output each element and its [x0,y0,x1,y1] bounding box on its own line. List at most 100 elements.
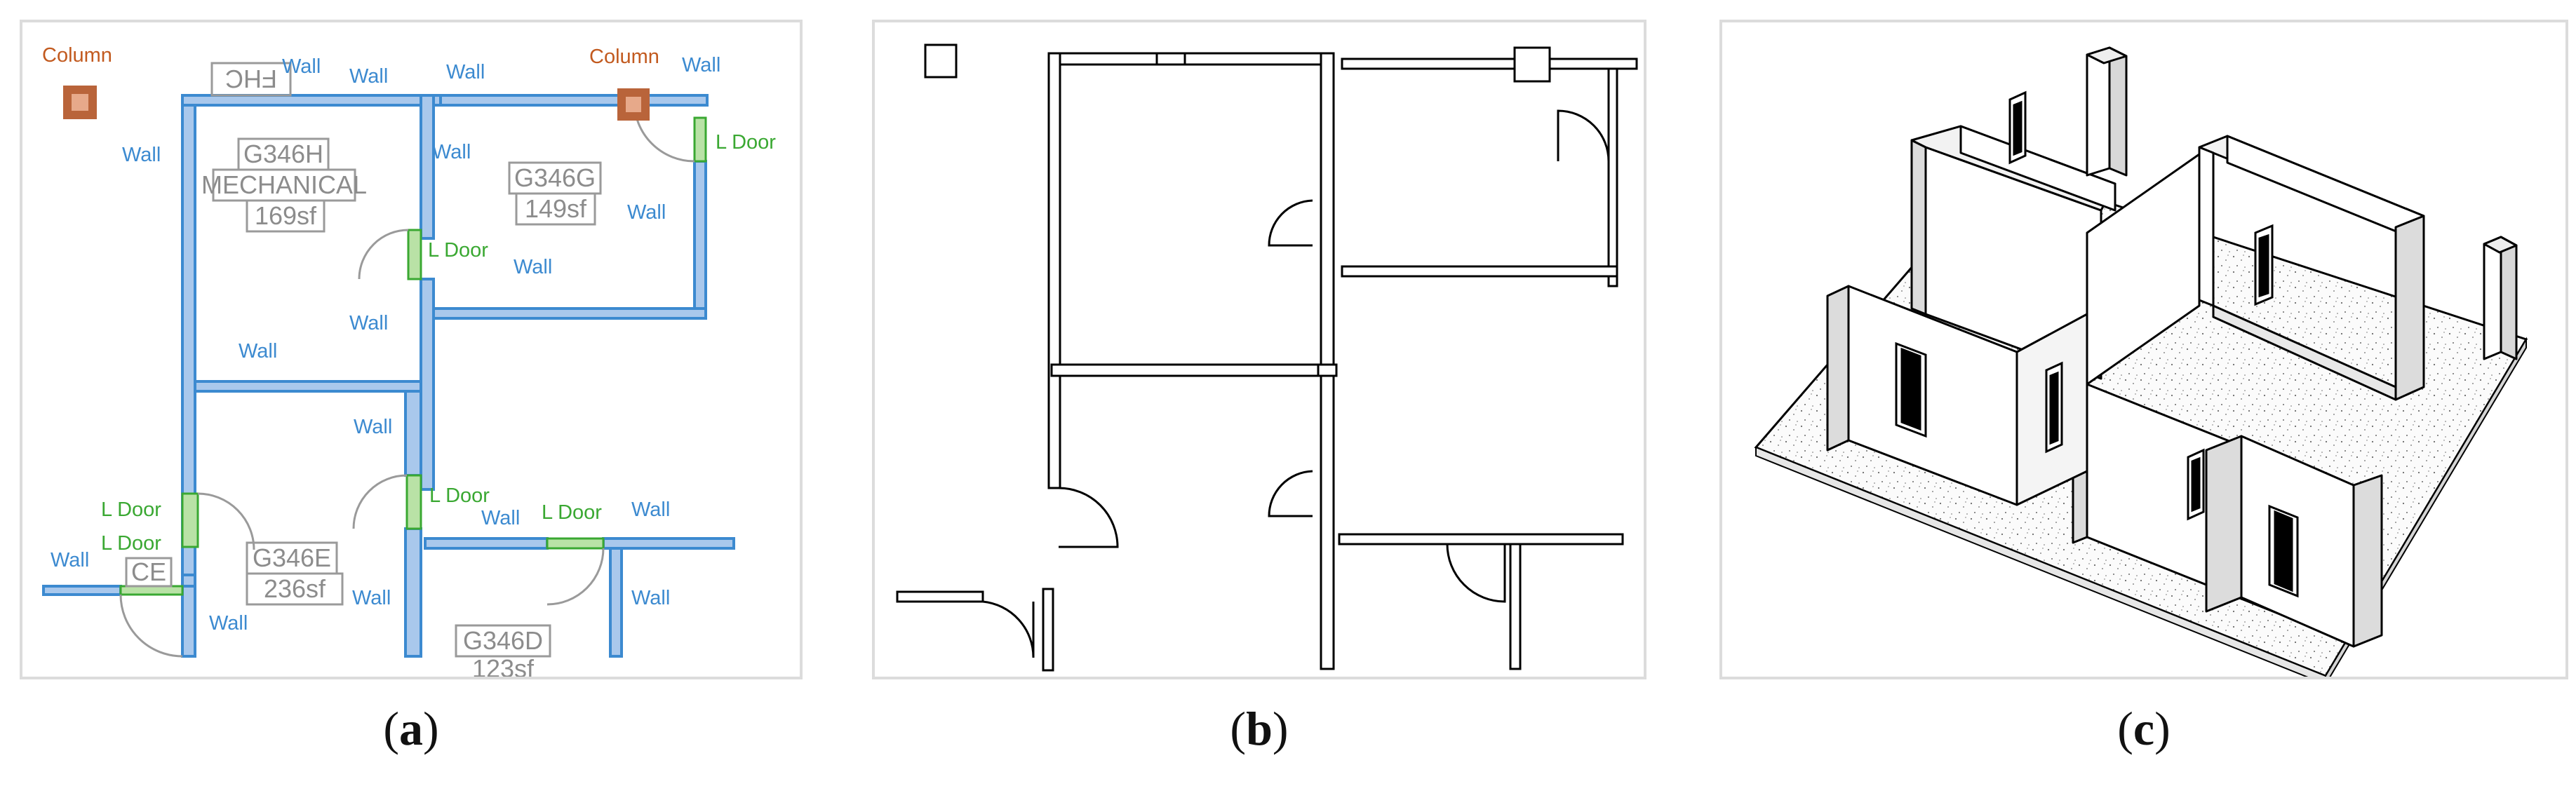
door-c-d-frame [2274,510,2293,592]
wall-b-north-left [1053,52,1329,66]
door-mech [407,229,422,280]
swing-e [352,474,408,529]
swing-b-mech [1268,199,1313,247]
label-door-mech: L Door [428,239,488,262]
label-door-d: L Door [542,501,602,524]
swing-b-e [1268,470,1313,517]
tag-g-area: 149sf [525,194,587,223]
label-wall-3: Wall [446,61,485,83]
wall-mech-east-lower [420,278,435,491]
caption-c-letter: c [2133,702,2155,755]
swing-d [546,548,605,606]
label-wall-9: Wall [349,312,388,334]
wall-c-g-east [2394,215,2425,401]
caption-a-letter: a [399,702,423,755]
wall-e-east-upper [404,390,422,477]
caption-c: (c) [2117,702,2171,755]
door-ce-lower [119,585,184,596]
tag-d-id: G346D [463,626,543,655]
caption-a: (a) [383,702,439,755]
door-e [405,474,422,530]
wall-d-north-left [424,537,549,550]
label-wall-13: Wall [631,499,670,521]
swing-b-ce-lower [982,600,1035,658]
wall-west-main [181,94,196,658]
swing-ce-lower [119,594,183,658]
wall-north-g346g [439,94,709,107]
panel-b-line-plan [872,20,1646,679]
swing-mech [358,229,409,280]
label-wall-7: Wall [627,201,666,224]
label-door-e: L Door [429,485,490,507]
tag-mech-id: G346H [243,140,323,168]
tag-g-id: G346G [514,163,596,192]
label-wall-12: Wall [481,507,520,529]
column-c-ne-top [2483,236,2518,254]
column-c-nw-front [2086,46,2111,177]
tag-d-area: 123sf [472,654,535,677]
column-c-ne-front [2483,236,2502,360]
wall-b-mid [1050,363,1320,377]
door-ce-upper [181,492,199,548]
panel-a-annotated-plan: .w { fill:#a9c8ec; stroke:#3c8ad0; strok… [20,20,803,679]
label-wall-8: Wall [514,256,552,278]
wall-north-mech [181,94,442,107]
wall-b-west [1047,52,1061,489]
wall-south-g346g [432,307,707,320]
door-c-central-frame [2049,371,2059,445]
label-door-ce-upper: L Door [101,499,161,521]
wall-d-east [609,547,623,658]
label-wall-5: Wall [122,144,161,166]
column-c-nw-top [2086,46,2128,65]
wall-c-d-west-edge [2205,435,2243,613]
door-c-d-side-frame [2191,456,2201,513]
label-column-nw: Column [42,44,112,67]
panel-c-3d-model [1719,20,2568,679]
label-wall-17: Wall [209,612,248,635]
tag-box-e-area [246,572,344,606]
door-c-g-frame [2258,233,2269,298]
tag-e-area: 236sf [264,574,326,603]
tag-box-ce [125,557,173,588]
label-wall-10: Wall [239,340,277,362]
wall-b-sw [896,590,984,603]
label-wall-1: Wall [282,55,321,78]
line-floor-plan [896,43,1638,672]
tag-mech-name: MECHANICAL [201,170,367,199]
annotated-floor-plan: .w { fill:#a9c8ec; stroke:#3c8ad0; strok… [42,44,776,677]
column-nw-core [72,94,88,111]
swing-b-d [1446,543,1506,603]
fixture-b-north [1155,52,1186,66]
column-ne-core [626,97,641,112]
wall-c-g-north [2226,135,2425,244]
wall-east-g346g [693,160,707,320]
wall-b-north-right [1341,57,1638,70]
wall-c-g-west [2198,146,2215,307]
label-wall-16: Wall [631,587,670,609]
label-door-ce-lower: L Door [101,532,161,555]
tag-box-d-id [455,624,551,658]
tag-box-mech-area [246,199,326,233]
label-wall-2: Wall [349,65,388,88]
tag-mech-area: 169sf [255,201,317,230]
door-d [546,537,605,550]
column-c-ne-side [2500,236,2518,360]
wall-c-mech-north [1959,125,2117,212]
swing-ce-upper [197,492,255,550]
swing-b-ce-upper [1058,487,1119,548]
wall-ce-sw [42,585,122,596]
label-wall-11: Wall [354,416,392,438]
column-c-nw-side [2108,46,2128,177]
door-c-e-frame [1900,347,1921,431]
wall-e-east-lower [404,527,422,658]
wall-c-mech-west-edge [1910,139,1927,316]
wall-mech-south [194,380,422,393]
tag-ce: CE [131,557,166,586]
label-door-g346g: L Door [716,131,776,154]
tag-box-g-area [515,192,596,226]
wall-d-north-right [602,537,735,550]
door-g346g [693,116,707,163]
wall-mech-east-upper [420,94,435,240]
wall-b-junction [1317,363,1338,377]
wall-b-south-g [1341,265,1618,278]
